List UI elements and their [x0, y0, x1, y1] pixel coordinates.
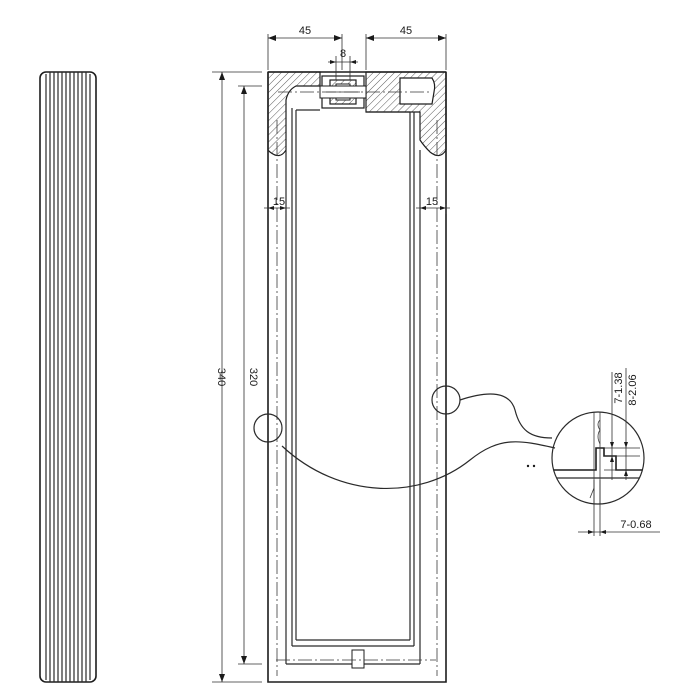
detail-marker-left: [253, 413, 283, 443]
handle-outer-outline: [267, 72, 447, 683]
detail-leader-left: [281, 441, 556, 490]
detail-circle: [551, 411, 645, 505]
fluted-bar-side-view: [39, 71, 97, 683]
dim-rib-height-inner: 7-1.38: [613, 372, 625, 403]
left-leg-section: [267, 71, 321, 157]
dim-inner-height: 320: [247, 368, 259, 386]
dim-right-bar-width: 15: [426, 196, 438, 208]
dim-top-left-width: 45: [299, 25, 311, 37]
dim-left-bar-width: 15: [273, 196, 285, 208]
dim-top-right-width: 45: [400, 25, 412, 37]
end-plug: [399, 77, 436, 105]
dimension-lines: [212, 34, 450, 683]
dim-rib-height-total: 8-2.06: [627, 374, 639, 405]
rib-profile-detail: [526, 368, 660, 536]
dim-bolt-width: 8: [340, 48, 346, 60]
detail-leader-right: [459, 393, 553, 439]
dim-rib-spacing: 7-0.68: [620, 519, 651, 531]
fluted-bar-outline: [39, 71, 97, 683]
handle-front-view: [253, 71, 556, 683]
dim-overall-height: 340: [215, 368, 227, 386]
fluted-bar-ribs: [45, 72, 91, 682]
